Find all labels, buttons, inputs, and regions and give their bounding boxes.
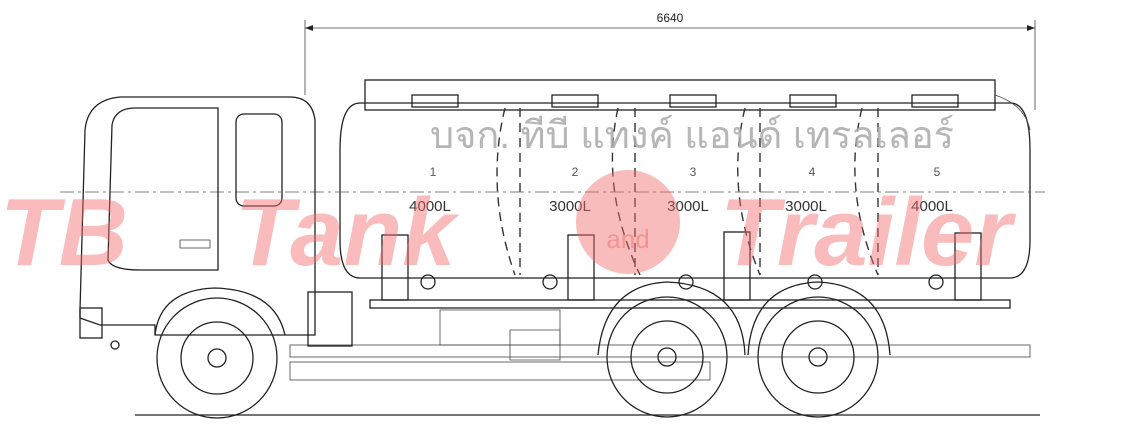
watermark: บจก. ทีบี แทงค์ แอนด์ เทรลเลอร์ TB Tank … <box>0 114 1016 286</box>
rear-wheel-1 <box>606 296 728 418</box>
length-dimension-label: 6640 <box>657 11 684 25</box>
cab-side-window <box>235 113 283 207</box>
compartment-capacity: 3000L <box>549 198 591 215</box>
front-wheel <box>156 297 278 419</box>
watermark-brand-tank: Tank <box>235 179 460 286</box>
rear-wheel-2 <box>757 296 879 418</box>
tank-body: 1 2 3 4 5 4000L 3000L 3000L 3000L 4000L <box>60 79 1045 301</box>
compartment-number: 4 <box>809 165 816 179</box>
compartment-number: 5 <box>934 165 941 179</box>
battery-box <box>307 291 353 347</box>
watermark-company-thai: บจก. ทีบี แทงค์ แอนด์ เทรลเลอร์ <box>430 114 954 157</box>
watermark-logo-circle <box>576 170 680 274</box>
compartment-capacity: 3000L <box>785 198 827 215</box>
cab <box>79 96 316 350</box>
wheels <box>156 281 891 419</box>
watermark-brand-trailer: Trailer <box>720 179 1016 286</box>
compartment-number: 3 <box>690 165 697 179</box>
compartment-capacity: 3000L <box>667 198 709 215</box>
compartment-capacity: 4000L <box>409 198 451 215</box>
watermark-brand-and: and <box>606 224 649 254</box>
length-dimension: 6640 <box>304 11 1036 110</box>
compartment-number: 1 <box>430 165 437 179</box>
watermark-brand-tb: TB <box>0 179 128 286</box>
compartment-number: 2 <box>572 165 579 179</box>
cab-door-window <box>107 107 219 271</box>
compartment-capacity: 4000L <box>911 198 953 215</box>
chassis <box>289 291 1031 381</box>
